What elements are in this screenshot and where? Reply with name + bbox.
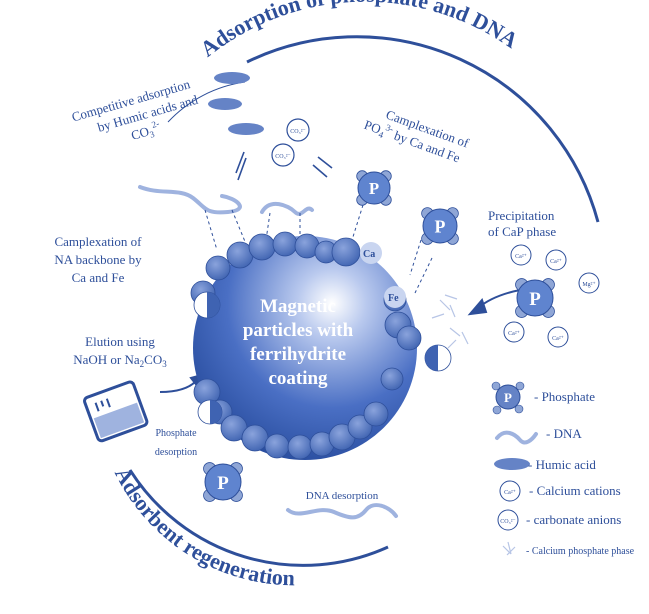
svg-text:CO32-: CO32- (129, 118, 163, 145)
svg-text:Precipitation: Precipitation (488, 208, 555, 223)
humic-acid-blob (214, 72, 250, 84)
humic-acid-blob (228, 123, 264, 135)
exchange-arrows (235, 151, 333, 181)
svg-text:Camplexation of: Camplexation of (54, 234, 142, 249)
bottom-arc-line (128, 469, 389, 567)
svg-text:Fe: Fe (388, 293, 399, 304)
svg-text:Magnetic: Magnetic (260, 296, 336, 317)
legend-label: - Calcium phosphate phase (526, 546, 635, 557)
legend-icons: P Ca²⁺ CO₃²⁻ (491, 381, 538, 556)
carbonate-ion (271, 143, 295, 167)
phosphate-label: P (369, 179, 379, 198)
calcium-cation-icon (499, 480, 521, 502)
carbonate-group (271, 118, 310, 167)
phosphate-icon: P (491, 381, 525, 415)
phosphate-molecule: P (356, 170, 392, 206)
elution-label: Elution using NaOH or Na2CO3 (73, 334, 167, 369)
svg-text:Ca²⁺: Ca²⁺ (508, 331, 520, 337)
humic-acid-blob (208, 98, 242, 110)
svg-text:of CaP phase: of CaP phase (488, 224, 556, 239)
beaker-icon (83, 380, 149, 443)
phosphate-molecule: P (515, 278, 555, 318)
surface-ions: Ca Fe (360, 242, 406, 308)
legend-label: - Phosphate (534, 389, 595, 404)
top-arc-title: Adsorption of phosphate and DNA (195, 0, 522, 61)
carbonate-text: CO₃²⁻ (290, 129, 305, 135)
phosphate-molecule: P (203, 462, 243, 502)
dna-strand-bottom (286, 503, 398, 520)
phosphate-molecules: P P P P (203, 170, 555, 502)
humic-acid-icon (494, 458, 530, 470)
svg-text:desorption: desorption (155, 447, 197, 458)
center-label: Magnetic particles with ferrihydrite coa… (243, 296, 354, 389)
carbonate-text: CO₃²⁻ (275, 154, 290, 160)
bottom-arc-title: Adsorbent regeneration (110, 463, 295, 590)
phosphorus-core (357, 171, 391, 205)
complexation-na-label: Camplexation of NA backbone by Ca and Fe (54, 234, 142, 285)
phosphorus-core (516, 279, 554, 317)
legend-label: - Humic acid (528, 457, 596, 472)
svg-text:Mg²⁺: Mg²⁺ (582, 282, 595, 288)
svg-text:NA backbone by: NA backbone by (54, 252, 142, 267)
phosphate-label: P (435, 216, 446, 236)
precipitation-label: Precipitation of CaP phase (488, 208, 556, 239)
phosphorus-core (422, 208, 458, 244)
svg-text:particles with: particles with (243, 320, 354, 341)
calcium-phosphate-icon (502, 541, 516, 556)
svg-text:Ca²⁺: Ca²⁺ (552, 336, 564, 342)
svg-text:NaOH or Na2CO3: NaOH or Na2CO3 (73, 352, 167, 369)
svg-text:Elution using: Elution using (85, 334, 155, 349)
precip-ions (503, 244, 600, 348)
competitive-adsorption-label: Competitive adsorption by Humic acids an… (70, 76, 200, 145)
svg-text:CO₃²⁻: CO₃²⁻ (500, 519, 515, 525)
svg-text:Ca and Fe: Ca and Fe (72, 270, 125, 285)
top-arc-line (246, 35, 600, 223)
carbonate-anion-icon (497, 509, 519, 531)
svg-text:Ca²⁺: Ca²⁺ (515, 254, 527, 260)
svg-text:P: P (504, 390, 512, 405)
svg-text:Phosphate: Phosphate (155, 428, 197, 439)
phosphate-molecule: P (421, 207, 459, 245)
humic-acid-group (208, 72, 264, 135)
surface-beads (190, 231, 422, 460)
magnetic-particle-sphere (193, 236, 417, 460)
dna-icon (495, 430, 538, 445)
legend-label: - Calcium cations (529, 483, 621, 498)
cap-phase-crystals (431, 294, 469, 349)
dna-desorption-label: DNA desorption (306, 490, 379, 502)
dna-strands (138, 185, 314, 216)
legend-label: - DNA (546, 426, 582, 441)
carbonate-ion (286, 118, 310, 142)
phosphorus-core (204, 463, 242, 501)
svg-text:coating: coating (268, 368, 328, 389)
phosphate-desorption-label: Phosphate desorption (155, 428, 197, 458)
svg-text:ferrihydrite: ferrihydrite (250, 344, 346, 365)
complexation-po4-label: Camplexation of PO43- by Ca and Fe (362, 107, 471, 166)
legend: P Ca²⁺ CO₃²⁻ - Phosphate - DNA - Humic a… (491, 381, 635, 557)
svg-text:Ca²⁺: Ca²⁺ (550, 259, 562, 265)
legend-label: - carbonate anions (526, 512, 621, 527)
svg-text:Ca: Ca (363, 249, 375, 260)
phosphate-label: P (217, 473, 229, 494)
svg-text:Ca²⁺: Ca²⁺ (504, 490, 516, 496)
phosphate-label: P (529, 289, 541, 310)
